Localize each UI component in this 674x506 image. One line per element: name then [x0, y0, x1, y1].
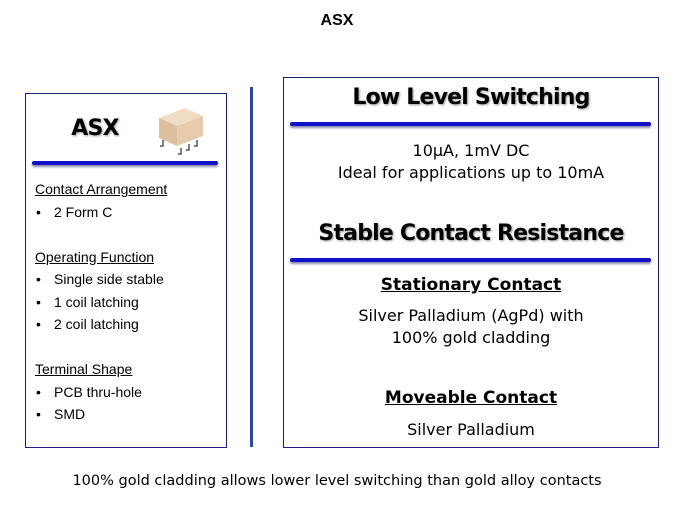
- heading-low-level-switching: Low Level Switching: [352, 85, 590, 110]
- section-label: Operating Function: [35, 248, 155, 265]
- section-label: Terminal Shape: [35, 361, 133, 377]
- stationary-contact-text: Silver Palladium (AgPd) with 100% gold c…: [283, 305, 659, 349]
- moveable-contact-text: Silver Palladium: [407, 420, 535, 439]
- right-divider-2: [290, 258, 651, 262]
- switching-spec-line2: Ideal for applications up to 10mA: [337, 163, 605, 182]
- moveable-contact-label: Moveable Contact: [384, 388, 558, 408]
- stationary-line1: Silver Palladium (AgPd) with: [358, 306, 584, 325]
- heading-stable-contact-resistance: Stable Contact Resistance: [318, 221, 624, 246]
- left-specs: Contact Arrangement 2 Form C Operating F…: [35, 178, 167, 426]
- relay-image: [159, 108, 203, 155]
- list-item: 2 coil latching: [35, 313, 167, 336]
- switching-spec: 10µA, 1mV DC Ideal for applications up t…: [283, 140, 659, 184]
- section-label: Contact Arrangement: [35, 181, 168, 197]
- stationary-line2: 100% gold cladding: [391, 328, 551, 347]
- footer-caption: 100% gold cladding allows lower level sw…: [72, 473, 602, 489]
- list-item: Single side stable: [35, 268, 167, 291]
- list-item: PCB thru-hole: [35, 381, 167, 404]
- left-heading: ASX: [71, 116, 119, 141]
- list-item: SMD: [35, 403, 167, 426]
- list-item: 1 coil latching: [35, 291, 167, 314]
- vertical-divider: [250, 87, 253, 447]
- slide-title: ASX: [320, 12, 354, 29]
- right-divider-1: [290, 122, 651, 126]
- right-panel: [283, 77, 659, 448]
- left-panel: [25, 93, 227, 448]
- switching-spec-line1: 10µA, 1mV DC: [412, 141, 530, 160]
- list-item: 2 Form C: [35, 201, 167, 224]
- left-divider: [32, 161, 218, 165]
- stationary-contact-label: Stationary Contact: [380, 275, 562, 295]
